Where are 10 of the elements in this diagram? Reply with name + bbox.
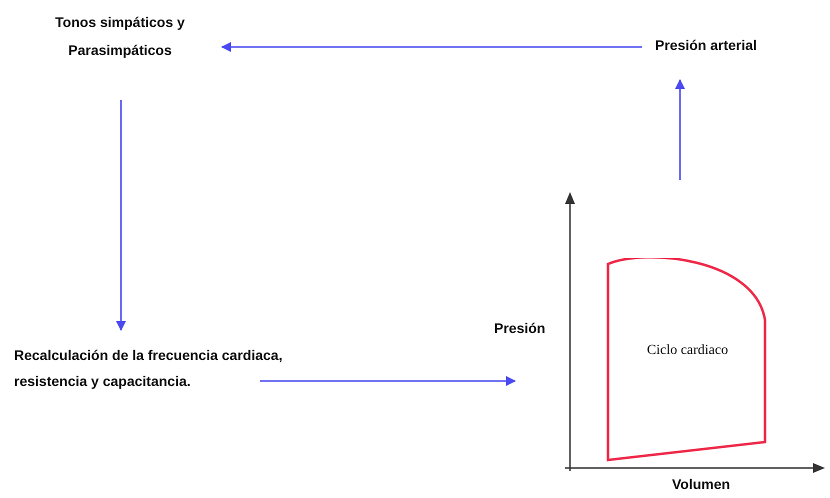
arrow: [675, 79, 685, 180]
arrow: [221, 42, 642, 52]
step-text: Recalculación de la frecuencia cardiaca, resistencia y capacitancia.: [14, 346, 284, 391]
axis-label: Presión: [494, 320, 546, 336]
arrow: [116, 100, 126, 331]
cycle-label: Ciclo cardiaco: [646, 343, 730, 359]
arrow: [260, 376, 516, 386]
step-text: Presión arterial: [655, 36, 758, 55]
axis-label: Volumen: [672, 476, 730, 492]
step-text: Tonos simpáticos y Parasimpáticos: [55, 13, 185, 60]
